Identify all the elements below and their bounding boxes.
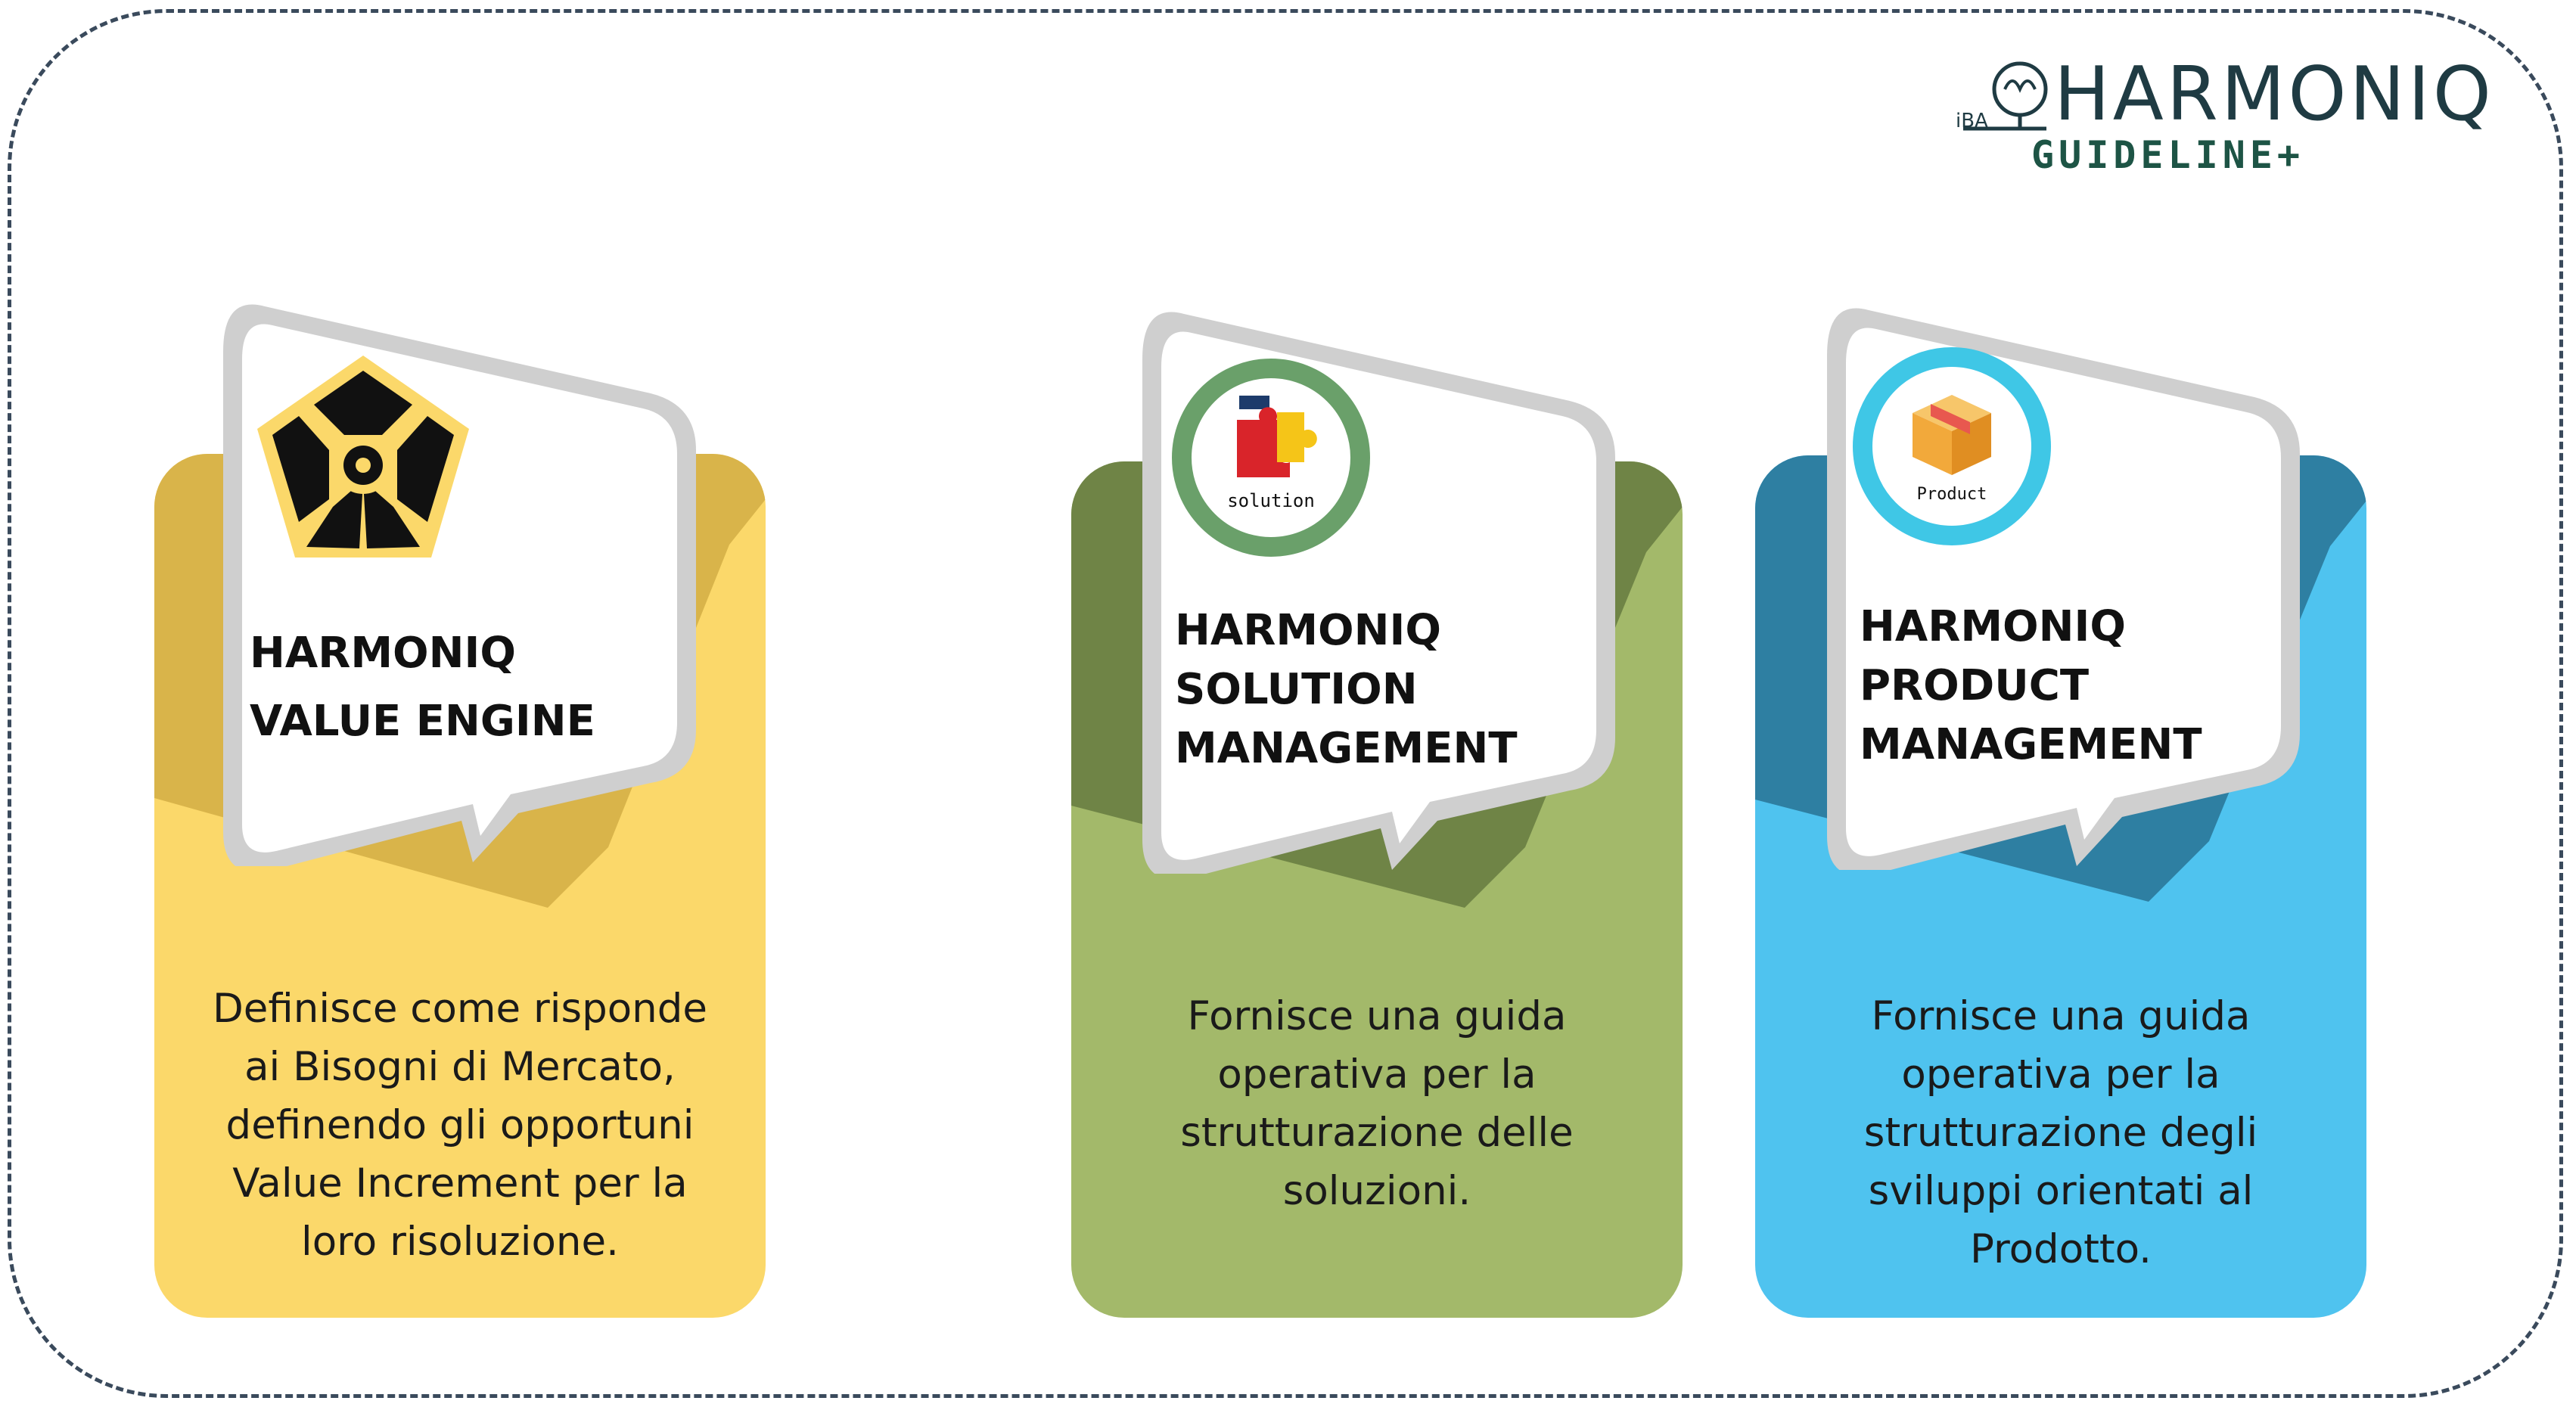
card-description: Fornisce una guida operativa per la stru… [1863,993,2258,1272]
card-title-line2: PRODUCT [1860,661,2090,710]
bubble-value-engine: HARMONIQ VALUE ENGINE [212,291,711,866]
dashed-frame [8,9,2563,1398]
icon-label: Product [1917,485,1987,504]
card-title-line1: HARMONIQ [1175,606,1441,655]
harmoniq-logo: iBA HARMONIQ GUIDELINE+ [1948,51,2491,188]
bubble-solution-management: solution HARMONIQ SOLUTION MANAGEMENT [1131,299,1630,874]
card-title-line2: VALUE ENGINE [250,697,595,746]
logo-brand-text: HARMONIQ [2054,51,2494,138]
icon-label: solution [1227,490,1315,511]
pentagon-wheel-icon [257,356,469,558]
card-title-line1: HARMONIQ [1860,602,2126,651]
tree-logo-icon: iBA [1956,61,2048,132]
logo-subtitle: GUIDELINE+ [2031,133,2305,177]
card-title-line3: MANAGEMENT [1175,724,1518,773]
card-title-line2: SOLUTION [1175,665,1418,714]
card-title-line1: HARMONIQ [250,629,516,678]
bubble-product-management: Product HARMONIQ PRODUCT MANAGEMENT [1816,295,2315,870]
card-title-line3: MANAGEMENT [1860,720,2202,769]
card-description: Definisce come risponde ai Bisogni di Me… [212,986,707,1265]
puzzle-icon: solution [1172,359,1370,557]
card-description: Fornisce una guida operativa per la stru… [1180,993,1574,1214]
logo-mark-label: iBA [1956,110,1988,132]
box-icon: Product [1853,347,2051,545]
